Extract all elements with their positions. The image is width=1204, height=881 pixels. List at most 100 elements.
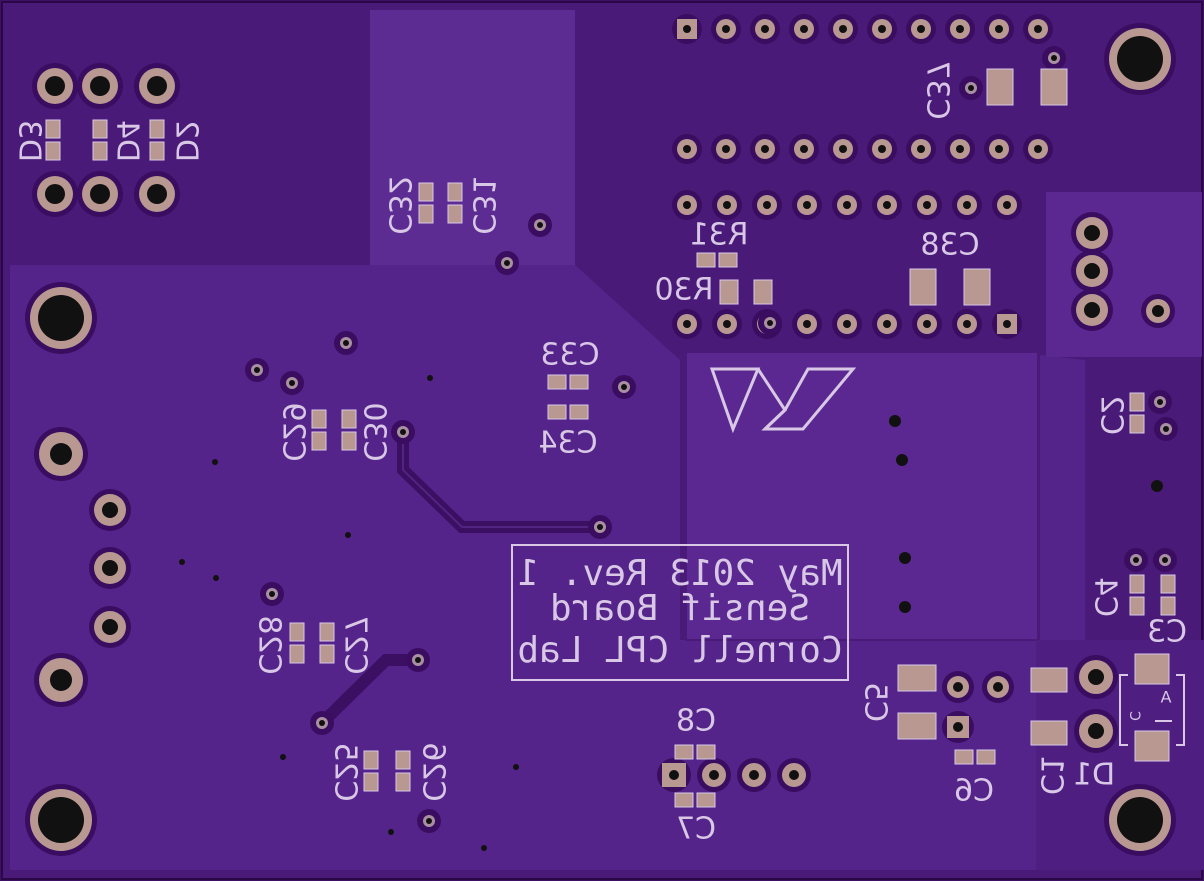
drill-hole [789,770,799,780]
via-drill [400,429,406,435]
via-drill [1163,426,1169,432]
smd-pad [289,622,305,642]
drill-hole [722,25,730,33]
smd-pad [149,141,165,161]
drill-hole [90,184,110,204]
smd-pad [1160,574,1176,594]
drill-hole [709,770,719,780]
smd-pad [1040,68,1068,106]
drill-hole [995,25,1003,33]
micro-via [896,454,908,466]
smd-pad [1134,653,1170,685]
smd-pad [897,712,937,740]
drill-hole [50,669,72,691]
smd-pad [311,431,327,451]
drill-hole [761,25,769,33]
smd-pad [963,268,991,306]
via-drill [537,222,543,228]
refdes-c4: C4 [1088,577,1123,617]
drill-hole [147,184,167,204]
drill-hole [50,443,72,465]
refdes-c6: C6 [954,774,994,809]
refdes-polarity_a: A [1160,688,1171,707]
refdes-c32: C32 [382,175,417,234]
smd-pad [954,749,974,765]
drill-hole [923,201,931,209]
refdes-c25: C25 [328,742,363,801]
drill-hole [800,25,808,33]
drill-hole [993,682,1003,692]
micro-via [212,459,218,465]
drill-hole [147,76,167,96]
smd-pad [718,252,738,268]
drill-hole [683,201,691,209]
smd-pad [395,772,411,792]
via-drill [767,320,773,326]
ground-pour-left [10,10,1085,870]
via-drill [1157,399,1163,405]
smd-pad [289,644,305,664]
smd-pad [547,404,567,420]
drill-hole [761,145,769,153]
smd-pad [311,409,327,429]
micro-via [899,601,911,613]
smd-pad [1134,730,1170,762]
refdes-r31: R31 [689,218,748,253]
trace-1-edge [402,432,600,528]
drill-hole [923,320,931,328]
drill-hole [803,320,811,328]
refdes-c31: C31 [466,175,501,234]
micro-via [280,754,286,760]
drill-hole [1003,320,1011,328]
drill-hole [1084,263,1100,279]
refdes-c5: C5 [858,682,893,722]
smd-pad [363,750,379,770]
smd-pad [92,141,108,161]
drill-hole [102,619,118,635]
micro-via [899,552,911,564]
drill-hole [102,560,118,576]
micro-via [179,559,185,565]
micro-via [513,764,519,770]
smd-pad [569,374,589,390]
drill-hole [1034,25,1042,33]
drill-hole [1084,225,1100,241]
smd-pad [569,404,589,420]
drill-hole [956,25,964,33]
smd-pad [45,141,61,161]
smd-pad [696,792,716,808]
smd-pad [753,279,773,305]
drill-hole [803,201,811,209]
smd-pad [418,182,434,202]
mounting-hole [1117,36,1163,82]
drill-hole [953,682,963,692]
smd-pad [719,279,739,305]
micro-via [427,375,433,381]
board-label-line-3: May 2013 Rev. 1 [517,553,842,594]
via-drill [289,380,295,386]
drill-hole [1034,145,1042,153]
board-label-box [511,544,849,681]
board-label-line-1: Cornell CPL Lab [517,630,842,671]
micro-via [213,575,219,581]
drill-hole [723,320,731,328]
drill-hole [722,145,730,153]
drill-hole [883,201,891,209]
drill-hole [763,201,771,209]
smd-pad [341,431,357,451]
drill-hole [90,76,110,96]
refdes-c30: C30 [357,402,392,461]
mounting-hole [38,797,84,843]
micro-via [481,845,487,851]
via-drill [968,85,974,91]
smd-pad [45,119,61,139]
micro-via [1151,480,1163,492]
smd-pad [986,68,1014,106]
smd-pad [447,182,463,202]
pour-right-strip [1046,192,1202,357]
drill-hole [917,25,925,33]
via-drill [254,367,260,373]
smd-pad [674,744,694,760]
smd-pad [696,252,716,268]
